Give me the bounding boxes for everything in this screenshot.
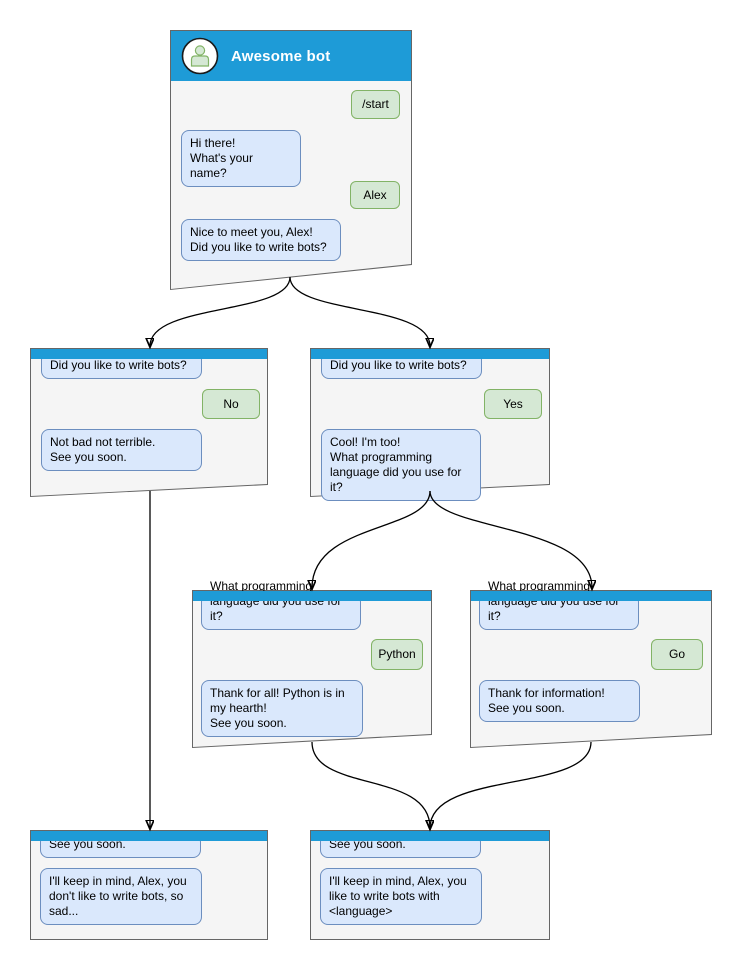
- user-message-go: Go: [651, 639, 703, 670]
- chat-header: Awesome bot: [171, 31, 411, 81]
- chat-node-main: Awesome bot /start Hi there! What's your…: [170, 30, 412, 290]
- connector-python-to-end: [311, 741, 430, 828]
- bot-message-response: Thank for all! Python is in my hearth! S…: [201, 680, 363, 737]
- chat-header-strip: [311, 831, 549, 841]
- connector-go-to-end: [430, 741, 592, 828]
- bot-message-ask-bots: Nice to meet you, Alex! Did you like to …: [181, 219, 341, 261]
- user-message-start: /start: [351, 90, 400, 119]
- avatar: [181, 37, 219, 75]
- bot-message-farewell: I'll keep in mind, Alex, you don't like …: [40, 868, 202, 925]
- bot-message-farewell: I'll keep in mind, Alex, you like to wri…: [320, 868, 482, 925]
- user-message-python: Python: [371, 639, 423, 670]
- person-icon: [181, 37, 219, 75]
- chat-node-branch-no: Did you like to write bots? No Not bad n…: [30, 348, 268, 497]
- chat-node-end-yes: See you soon. I'll keep in mind, Alex, y…: [310, 830, 550, 940]
- user-message-yes: Yes: [484, 389, 542, 419]
- chat-header-strip: [31, 349, 267, 359]
- bot-message-response: Thank for information! See you soon.: [479, 680, 640, 722]
- bot-message-greeting: Hi there! What's your name?: [181, 130, 301, 187]
- chat-header-strip: [193, 591, 431, 601]
- chat-header-strip: [311, 349, 549, 359]
- chat-node-branch-yes: Did you like to write bots? Yes Cool! I'…: [310, 348, 550, 501]
- connector-yes-to-go: [429, 490, 592, 588]
- chat-node-branch-go: What programming language did you use fo…: [470, 579, 712, 748]
- chat-node-branch-python: What programming language did you use fo…: [192, 579, 432, 748]
- chat-header-strip: [31, 831, 267, 841]
- user-message-name: Alex: [350, 181, 400, 209]
- connector-yes-to-python: [312, 490, 431, 588]
- chat-title: Awesome bot: [231, 47, 331, 65]
- chat-header-strip: [471, 591, 711, 601]
- bot-message-response: Cool! I'm too! What programming language…: [321, 429, 481, 501]
- bot-message-response: Not bad not terrible. See you soon.: [41, 429, 202, 471]
- user-message-no: No: [202, 389, 260, 419]
- chat-node-end-no: See you soon. I'll keep in mind, Alex, y…: [30, 830, 268, 940]
